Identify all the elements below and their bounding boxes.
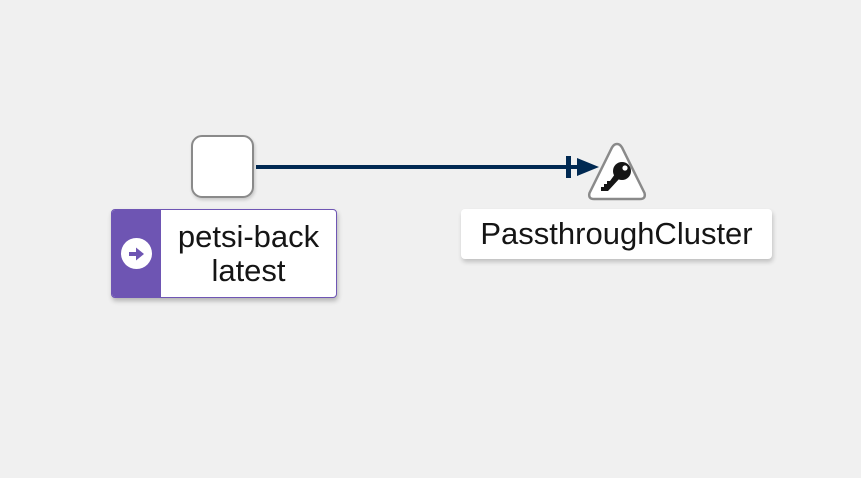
workload-badge xyxy=(112,210,161,297)
workload-version: latest xyxy=(211,252,286,288)
workload-name: petsi-back xyxy=(177,218,320,254)
service-entry-node[interactable] xyxy=(585,140,649,204)
service-entry-name: PassthroughCluster xyxy=(480,216,753,251)
source-workload-label[interactable]: petsi-back latest xyxy=(111,209,337,298)
key-icon xyxy=(601,162,631,191)
edge-tcp-marker xyxy=(566,156,571,178)
edge-arrowhead xyxy=(577,158,599,176)
source-workload-node[interactable] xyxy=(191,135,254,198)
arrow-right-circle-icon xyxy=(121,238,152,269)
service-entry-label[interactable]: PassthroughCluster xyxy=(461,209,772,259)
workload-text: petsi-back latest xyxy=(161,210,336,297)
